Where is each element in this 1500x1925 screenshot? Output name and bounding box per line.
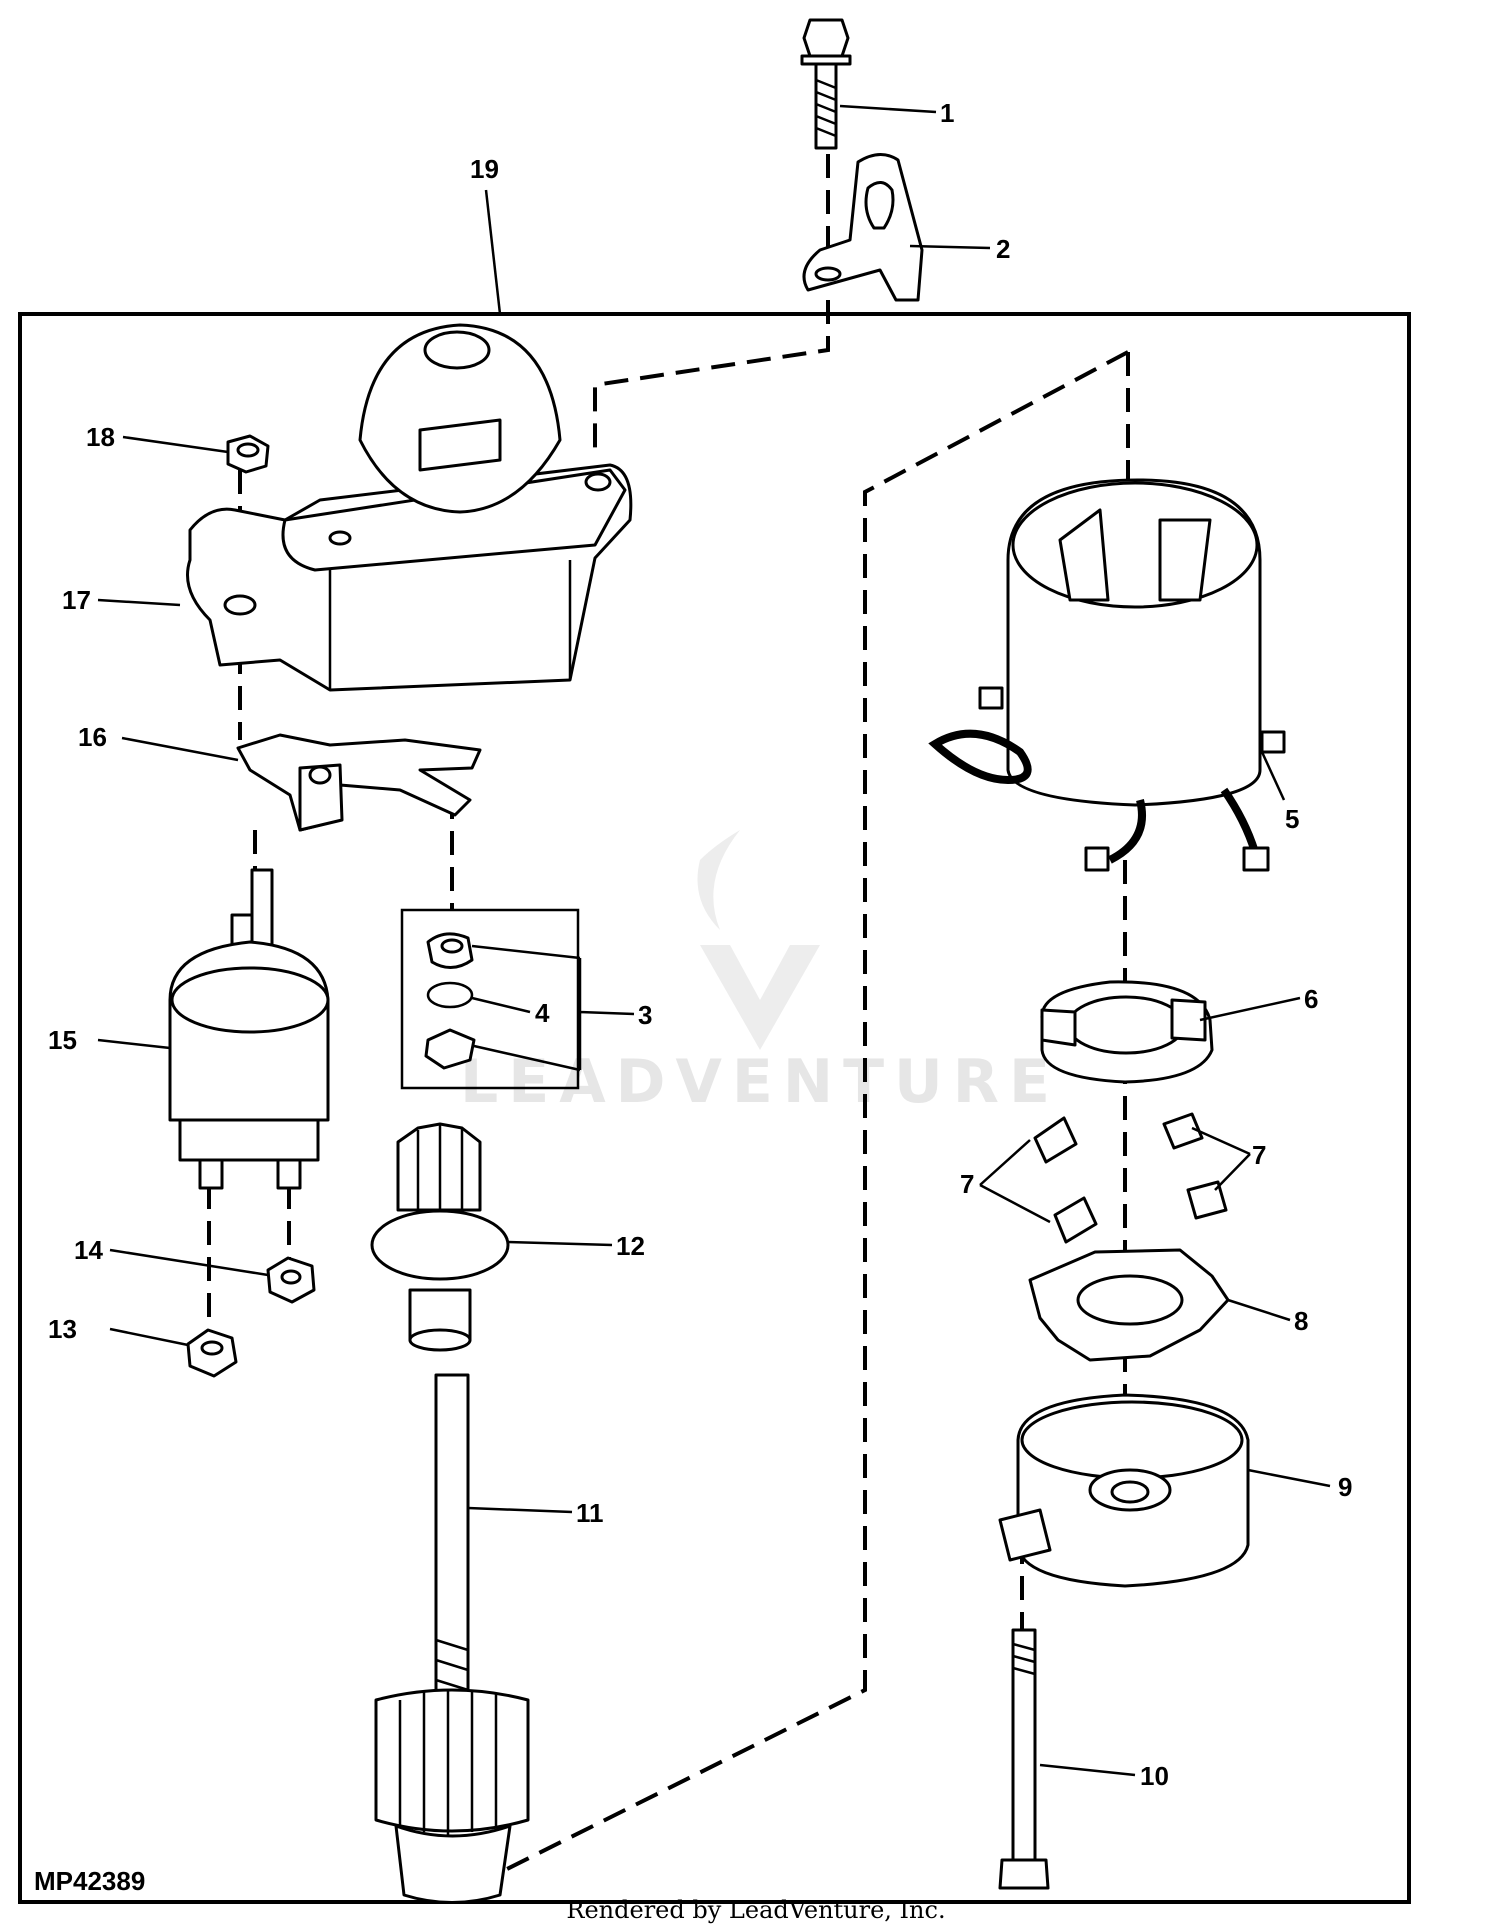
mounting-bracket: [802, 153, 924, 302]
callout-4: 4: [535, 998, 550, 1028]
callout-1: 1: [940, 98, 954, 128]
callout-8: 8: [1294, 1306, 1308, 1336]
figure-id: MP42389: [34, 1866, 145, 1896]
hex-nut: [186, 1328, 238, 1378]
callout-labels: 1 2 3 4 5 6 7 7 8 9 10 11 12 13 14 15 16…: [48, 98, 1352, 1791]
callout-7-left: 7: [960, 1169, 974, 1199]
callout-6: 6: [1304, 984, 1318, 1014]
through-bolt: [998, 1628, 1050, 1890]
callout-3: 3: [638, 1000, 652, 1030]
plate: [1028, 1248, 1230, 1362]
lock-nut: [226, 434, 270, 474]
watermark: LEADVENTURE: [460, 830, 1060, 1117]
callout-12: 12: [616, 1231, 645, 1261]
assembly-frame: [18, 312, 1411, 1904]
callout-15: 15: [48, 1025, 77, 1055]
callout-16: 16: [78, 722, 107, 752]
snap-ring: [426, 981, 531, 1014]
drive-housing: [186, 323, 633, 692]
shift-lever: [236, 733, 482, 832]
shift-lever-kit: [400, 908, 581, 1090]
assembly-lines: [207, 154, 1130, 1902]
brush-holder: [1040, 980, 1214, 1084]
brush-spring: [1033, 1112, 1228, 1244]
armature: [374, 1373, 530, 1904]
callout-14: 14: [74, 1235, 103, 1265]
end-cover: [998, 1393, 1250, 1588]
callout-10: 10: [1140, 1761, 1169, 1791]
callout-11: 11: [576, 1498, 604, 1528]
callout-19: 19: [470, 154, 499, 184]
callout-5: 5: [1285, 804, 1299, 834]
render-credit: Rendered by LeadVenture, Inc.: [566, 1896, 945, 1924]
field-frame: [928, 478, 1286, 872]
callout-7-right: 7: [1252, 1140, 1266, 1170]
callout-17: 17: [62, 585, 91, 615]
solenoid: [168, 868, 330, 1190]
callout-13: 13: [48, 1314, 77, 1344]
callout-2: 2: [996, 234, 1010, 264]
callout-18: 18: [86, 422, 115, 452]
watermark-text: LEADVENTURE: [460, 1047, 1060, 1117]
callout-9: 9: [1338, 1472, 1352, 1502]
leader-lines: [97, 104, 1331, 1777]
drive-pinion: [370, 1122, 510, 1352]
nut: [266, 1256, 316, 1304]
cap-screw: [800, 18, 852, 150]
